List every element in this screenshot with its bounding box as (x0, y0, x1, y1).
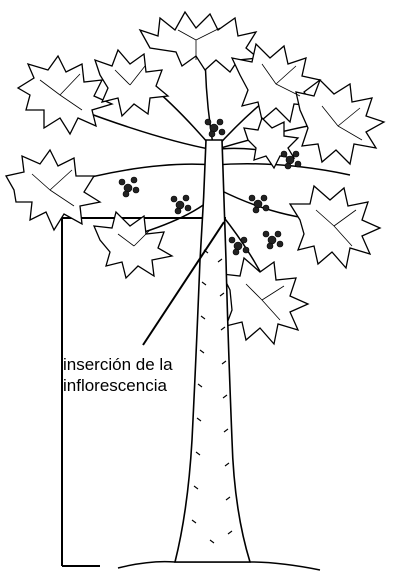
flower-cluster (204, 118, 226, 138)
annotation-pointer-line (142, 221, 225, 346)
flower-cluster (248, 194, 270, 214)
flower-cluster (280, 150, 302, 170)
leaf-lower-right (220, 256, 310, 346)
leaf-top (138, 10, 260, 73)
flower-cluster (228, 236, 250, 256)
trunk (173, 139, 252, 563)
leaf-upper-left (16, 54, 114, 136)
annotation-label-line2: inflorescencia (63, 376, 167, 395)
flower-cluster (262, 230, 284, 250)
inflorescences (118, 118, 302, 256)
annotation-label-line1: inserción de la (63, 355, 173, 374)
trunk-leaf-scars (191, 249, 233, 544)
flower-cluster (118, 176, 140, 198)
flower-cluster (170, 194, 192, 215)
annotation-label: inserción de la inflorescencia (63, 355, 177, 395)
ground-line (117, 560, 321, 571)
leaf-far-right-upper (295, 78, 386, 166)
leaf-veins (31, 27, 363, 321)
trunk-outline (173, 139, 252, 563)
leaf-left-middle (4, 148, 102, 232)
